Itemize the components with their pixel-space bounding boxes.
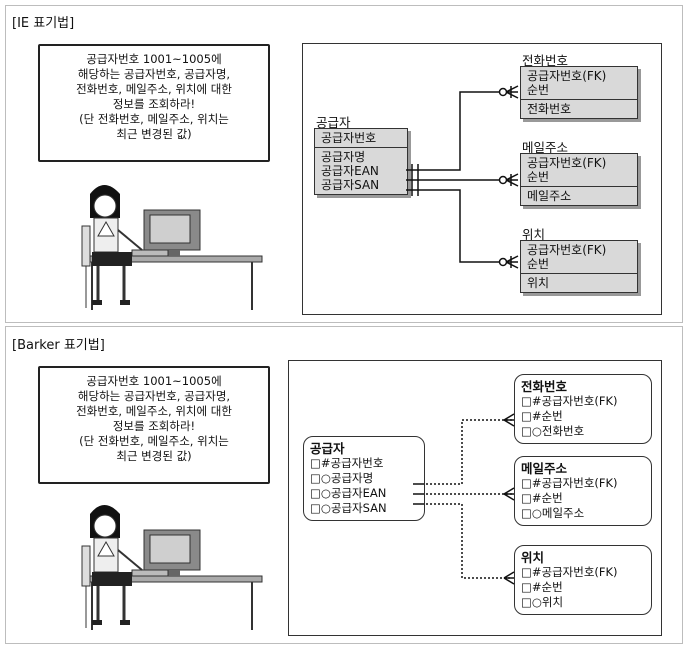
person-at-computer-illustration	[81, 505, 263, 630]
barker-location-attr: □#순번	[521, 580, 563, 594]
ie-supplier-attr: 공급자명	[321, 150, 366, 164]
barker-supplier-entity: 공급자 □#공급자번호 □○공급자명 □○공급자EAN □○공급자SAN	[303, 436, 425, 521]
barker-phone-attr: □○전화번호	[521, 424, 585, 438]
ie-phone-label: 전화번호	[522, 53, 569, 68]
barker-supplier-attr: □○공급자SAN	[310, 501, 387, 515]
ie-email-key: 순번	[527, 170, 550, 184]
barker-email-attr: □#순번	[521, 491, 563, 505]
ie-location-attr: 위치	[527, 276, 550, 290]
ie-supplier-label: 공급자	[316, 115, 351, 130]
ie-location-key: 공급자번호(FK)	[527, 243, 607, 257]
barker-supplier-attr: □○공급자명	[310, 471, 374, 485]
ie-email-entity: 공급자번호(FK)순번 메일주소	[520, 153, 638, 206]
ie-bubble-line: 정보를 조회하라!	[112, 97, 196, 111]
ie-section-title: [IE 표기법]	[12, 16, 75, 31]
ie-email-label: 메일주소	[522, 140, 569, 155]
ie-email-key: 공급자번호(FK)	[527, 156, 607, 170]
barker-location-name: 위치	[521, 550, 545, 565]
ie-bubble-line: 최근 변경된 값)	[116, 127, 192, 141]
barker-supplier-attr: □○공급자EAN	[310, 486, 387, 500]
ie-location-key: 순번	[527, 257, 550, 271]
barker-bubble-line: 정보를 조회하라!	[112, 419, 196, 433]
barker-speech-bubble: 공급자번호 1001~1005에 해당하는 공급자번호, 공급자명, 전화번호,…	[38, 366, 270, 484]
barker-supplier-attr: □#공급자번호	[310, 456, 384, 470]
ie-bubble-line: (단 전화번호, 메일주소, 위치는	[79, 112, 229, 126]
ie-bubble-line: 공급자번호 1001~1005에	[86, 52, 222, 66]
barker-phone-name: 전화번호	[521, 379, 568, 394]
barker-location-attr: □#공급자번호(FK)	[521, 565, 618, 579]
ie-speech-bubble: 공급자번호 1001~1005에 해당하는 공급자번호, 공급자명, 전화번호,…	[38, 44, 270, 162]
barker-location-attr: □○위치	[521, 595, 564, 609]
ie-bubble-line: 전화번호, 메일주소, 위치에 대한	[76, 82, 232, 96]
barker-location-entity: 위치 □#공급자번호(FK) □#순번 □○위치	[514, 545, 652, 615]
ie-email-attr: 메일주소	[527, 189, 572, 203]
barker-email-attr: □○메일주소	[521, 506, 585, 520]
ie-phone-attr: 전화번호	[527, 102, 572, 116]
barker-supplier-name: 공급자	[310, 441, 345, 456]
barker-bubble-line: 공급자번호 1001~1005에	[86, 374, 222, 388]
ie-location-entity: 공급자번호(FK)순번 위치	[520, 240, 638, 293]
barker-bubble-line: 해당하는 공급자번호, 공급자명,	[77, 389, 231, 403]
ie-phone-key: 공급자번호(FK)	[527, 69, 607, 83]
ie-phone-key: 순번	[527, 83, 550, 97]
barker-bubble-line: 최근 변경된 값)	[116, 449, 192, 463]
barker-phone-attr: □#공급자번호(FK)	[521, 394, 618, 408]
barker-section-title: [Barker 표기법]	[12, 338, 105, 353]
barker-phone-attr: □#순번	[521, 409, 563, 423]
ie-location-label: 위치	[522, 227, 546, 242]
barker-phone-entity: 전화번호 □#공급자번호(FK) □#순번 □○전화번호	[514, 374, 652, 444]
ie-phone-entity: 공급자번호(FK)순번 전화번호	[520, 66, 638, 119]
ie-bubble-line: 해당하는 공급자번호, 공급자명,	[77, 67, 231, 81]
ie-supplier-attr: 공급자SAN	[321, 178, 380, 192]
ie-supplier-key: 공급자번호	[321, 131, 377, 145]
ie-supplier-attr: 공급자EAN	[321, 164, 379, 178]
barker-bubble-line: (단 전화번호, 메일주소, 위치는	[79, 434, 229, 448]
barker-bubble-line: 전화번호, 메일주소, 위치에 대한	[76, 404, 232, 418]
barker-email-attr: □#공급자번호(FK)	[521, 476, 618, 490]
barker-email-name: 메일주소	[521, 461, 568, 476]
ie-supplier-entity: 공급자번호 공급자명 공급자EAN 공급자SAN	[314, 128, 408, 195]
person-at-computer-illustration	[81, 185, 263, 310]
barker-email-entity: 메일주소 □#공급자번호(FK) □#순번 □○메일주소	[514, 456, 652, 526]
